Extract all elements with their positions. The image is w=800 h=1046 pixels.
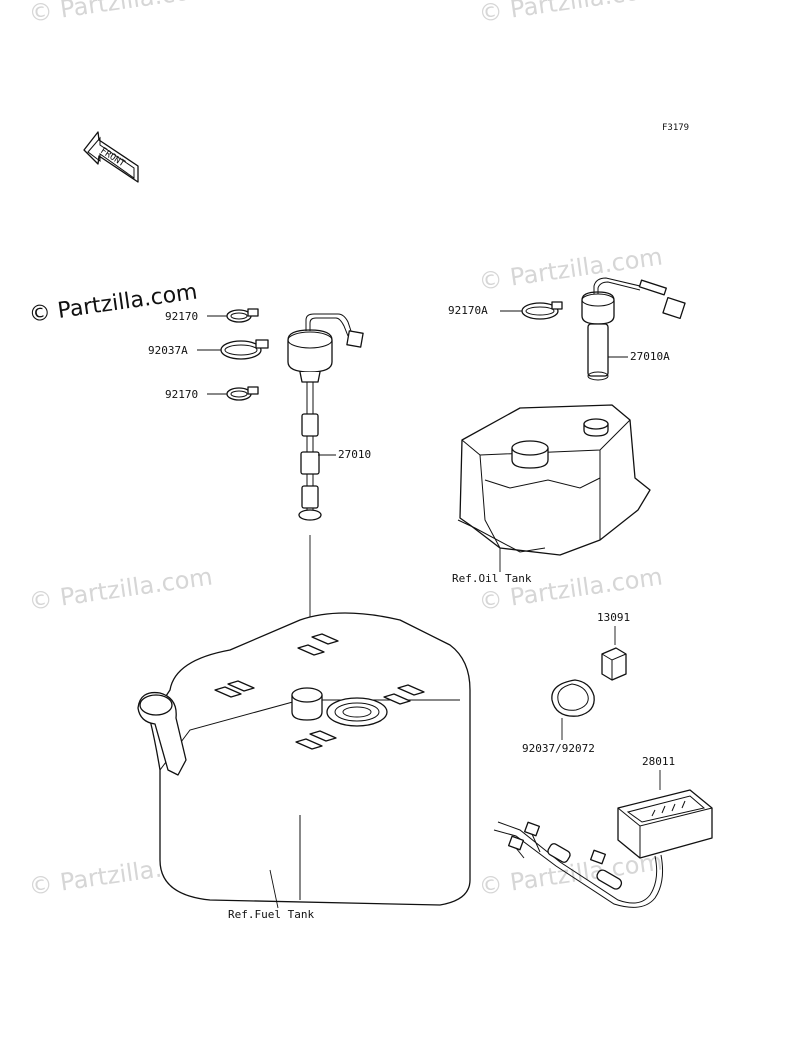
oil-level-meter-icon [493,789,713,908]
clamp-icon [226,386,259,401]
part-label-92037a: 92037A [148,344,188,357]
oil-gauge-assembly [521,277,686,381]
figure-code: F3179 [662,123,689,133]
fuel-gauge-assembly [220,308,364,521]
part-label-92170: 92170 [165,388,198,401]
band-icon [551,679,595,717]
watermark: © Partzilla.com [27,562,214,616]
part-label-27010a: 27010A [630,350,670,363]
oil-tank-icon [457,404,651,556]
watermark: © Partzilla.com [477,242,664,296]
part-label-92170a: 92170A [448,304,488,317]
front-arrow-icon: FRONT [83,131,139,183]
fuel-tank-icon [137,612,471,906]
part-label-27010: 27010 [338,448,371,461]
part-label-92037-92072: 92037/92072 [522,742,595,755]
part-label-28011: 28011 [642,755,675,768]
clamp-icon [220,339,269,360]
watermark: © Partzilla.com [477,562,664,616]
ref-fuel-tank: Ref.Fuel Tank [228,908,314,921]
watermark: © Partzilla.com [27,0,214,28]
part-label-92170: 92170 [165,310,198,323]
ref-oil-tank: Ref.Oil Tank [452,572,532,585]
clamp-icon [521,301,563,320]
part-label-13091: 13091 [597,611,630,624]
clamp-icon [226,308,259,323]
bracket-icon [601,647,627,681]
watermark: © Partzilla.com [477,0,664,28]
